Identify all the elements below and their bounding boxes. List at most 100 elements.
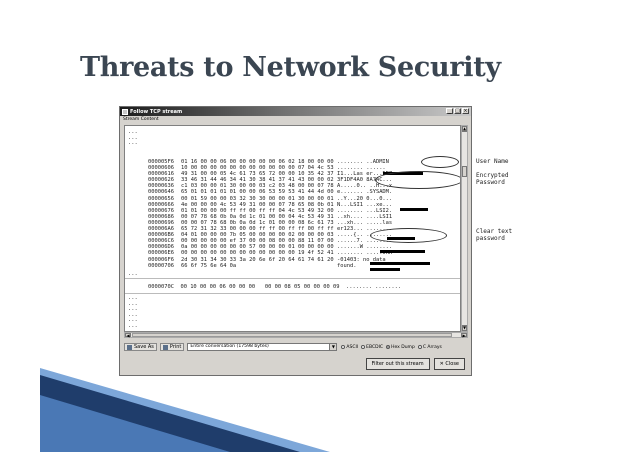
hex-off: 00000616	[148, 171, 174, 178]
print-label: Print	[169, 344, 182, 350]
annotation-clear-text-password: Clear text password	[476, 228, 513, 242]
hex-b2: ff ff 00 ff ff 00 ff ff	[259, 226, 334, 233]
chevron-down-icon[interactable]: ▼	[329, 344, 337, 350]
app-icon	[122, 108, 128, 115]
redaction-bar	[400, 208, 428, 211]
top-dots: ... ... ...	[128, 129, 138, 147]
radio-label: Hex Dump	[391, 344, 415, 350]
hex-b1: 66 6f 75 6e 64 0a	[181, 262, 237, 269]
radio-hex-dump[interactable]: Hex Dump	[386, 345, 415, 350]
radio-label: ASCII	[346, 344, 359, 350]
stream-options-bar: Save As Print Entire conversation (17598…	[124, 341, 468, 353]
hex-off: 000006A6	[148, 226, 174, 233]
dots-line: ...	[128, 300, 138, 307]
dots-line: ...	[128, 322, 138, 329]
hex-b2: 1c 01 00 00 08 6c 61 73	[259, 219, 334, 226]
dialog-actions: Filter out this stream ✕ Close	[365, 358, 465, 370]
dots-line: ...	[128, 134, 138, 141]
save-icon	[127, 344, 132, 350]
hex-asc: ..xh.... ....LSI1	[337, 213, 393, 220]
hex-b1: 00 00 00 00 00 ef 37 00	[181, 238, 256, 245]
hex-asc: ........ ......	[337, 165, 386, 172]
hex-b1: 04 01 00 00 00 7b 05 00	[181, 232, 256, 239]
hex-b1: 33 46 31 44 46 34 41 30	[181, 177, 256, 184]
dots-line: ...	[128, 311, 138, 318]
conversation-select[interactable]: Entire conversation (17598 bytes) ▼	[187, 343, 338, 351]
scroll-left-icon[interactable]: ◀	[125, 333, 131, 338]
radio-ascii[interactable]: ASCII	[341, 345, 358, 350]
scroll-down-icon[interactable]: ▼	[462, 325, 467, 331]
hex-off: 00000646	[148, 189, 174, 196]
hex-asc: er123... ........	[337, 226, 393, 233]
maximize-button[interactable]: □	[454, 108, 461, 114]
hex-b2: 6e 6f 20 64 61 74 61 20	[259, 256, 334, 263]
hex-asc: ........ .....ORA	[337, 250, 393, 257]
printer-icon	[162, 344, 168, 350]
username-highlight-ellipse	[421, 156, 459, 168]
radio-circle[interactable]	[341, 345, 346, 349]
hex-asc: N...LSI1 ...xe...	[337, 201, 393, 208]
radio-label: C Arrays	[422, 344, 442, 350]
decor-wedge-light	[40, 368, 330, 452]
filter-out-stream-button[interactable]: Filter out this stream	[365, 358, 430, 370]
annotation-encrypted-password: Encrypted Password	[476, 172, 509, 186]
close-button[interactable]: ✕ Close	[433, 358, 465, 370]
radio-circle[interactable]	[361, 345, 366, 349]
redaction-bar	[370, 262, 430, 265]
hex-b1: 49 31 00 00 05 4c 61 73	[181, 171, 256, 178]
hex-off: 000006D6	[148, 244, 174, 251]
hex-off: 00000626	[148, 177, 174, 184]
hex-off: 00000706	[148, 262, 174, 269]
radio-circle[interactable]	[417, 345, 422, 349]
scroll-up-icon[interactable]: ▲	[462, 126, 467, 132]
horizontal-scroll-thumb[interactable]	[132, 333, 452, 337]
radio-circle-selected[interactable]	[386, 345, 391, 349]
hex-off: 00000676	[148, 207, 174, 214]
hex-b2: 00 00 00 02 00 00 00 03	[259, 232, 334, 239]
hex-b1: 10 00 00 00 00 00 00 00	[181, 165, 256, 172]
close-window-button[interactable]: ×	[462, 108, 469, 114]
radio-label: EBCDIC	[366, 344, 384, 350]
bottom-dots: ... ... ... ... ... ...	[128, 295, 138, 329]
hex-b2: 00 00 00 00 19 4f 52 41	[259, 250, 334, 257]
window-titlebar[interactable]: Follow TCP stream _ □ ×	[120, 107, 471, 116]
hex-b2: 00 08 00 00 88 11 07 00	[259, 238, 334, 245]
radio-ebcdic[interactable]: EBCDIC	[361, 345, 383, 350]
hex-b1: 65 72 31 32 33 00 00 00	[181, 226, 256, 233]
hex-asc: ........ ..ADMIN	[337, 159, 389, 165]
dots-line: ...	[128, 306, 138, 312]
hex-asc: I1...Las er...5B7	[337, 171, 393, 178]
annotation-user-name: User Name	[476, 158, 509, 165]
redaction-bar	[370, 268, 400, 271]
scroll-right-icon[interactable]: ▶	[461, 333, 467, 338]
print-button[interactable]: Print	[159, 343, 185, 351]
save-as-button[interactable]: Save As	[124, 343, 157, 351]
hex-b1: 00 00 07 78 68 0b 0a 0d	[181, 219, 256, 226]
hex-asc: ......7. ........	[337, 238, 393, 245]
hex-b1: 00 01 59 00 00 03 32 30	[181, 195, 256, 202]
vertical-scrollbar[interactable]: ▲ ▼	[461, 125, 468, 332]
horizontal-scrollbar[interactable]: ◀ ▶	[124, 332, 468, 338]
hex-off: 000006F6	[148, 256, 174, 263]
hex-b2: 65 72 00 00 10 35 42 37	[259, 171, 334, 178]
close-icon: ✕	[439, 361, 446, 367]
encrypted-password-highlight-ellipse	[375, 171, 460, 189]
radio-c-arrays[interactable]: C Arrays	[417, 344, 442, 350]
window-title: Follow TCP stream	[130, 108, 183, 115]
hex-b1: 0a 00 00 00 00 00 00 57	[181, 244, 256, 251]
vertical-scroll-thumb[interactable]	[462, 166, 467, 177]
minimize-button[interactable]: _	[446, 108, 453, 114]
hex-off: 000006C6	[148, 238, 174, 245]
dots-line: ...	[128, 129, 138, 135]
hex-b2: 00 00 06 02 18 00 00 00	[259, 159, 334, 165]
hex-asc: ..Y...20 0...0...	[337, 195, 393, 202]
row-separator	[125, 293, 460, 294]
